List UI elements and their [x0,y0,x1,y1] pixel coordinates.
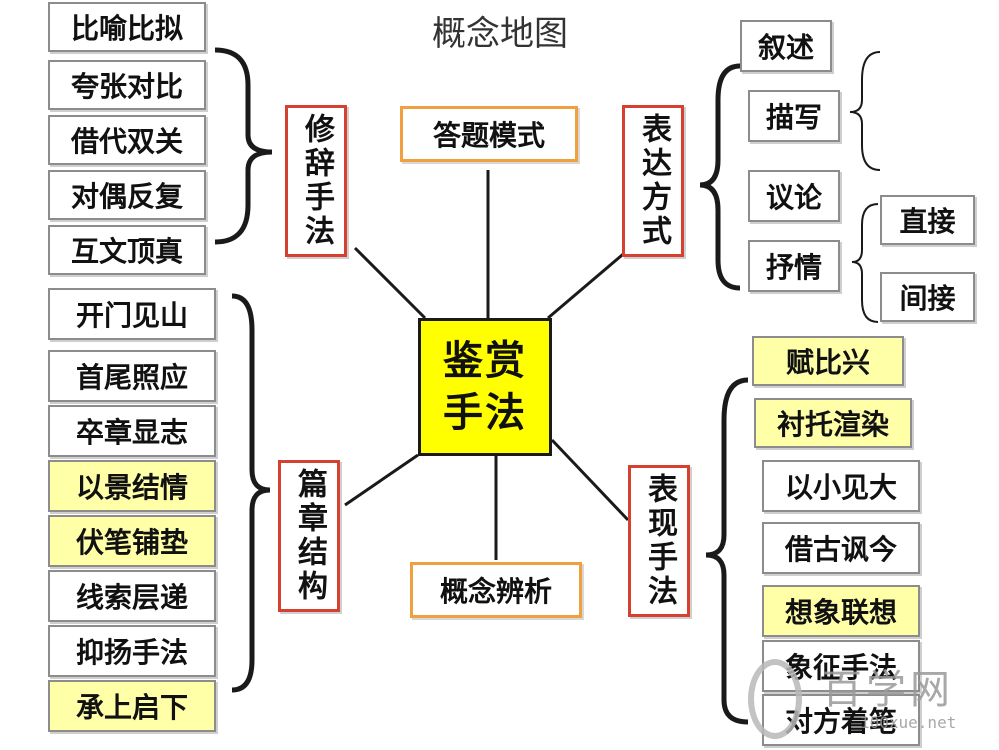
map-title: 概念地图 [432,14,568,54]
structure-item: 承上启下 [48,680,216,732]
technique-item: 想象联想 [762,585,920,637]
expression-item: 叙述 [740,20,832,72]
brace-expression [699,63,741,291]
structure-item: 伏笔铺垫 [48,515,216,567]
category-answer-mode: 答题模式 [400,106,578,162]
brace-structure [231,293,271,693]
category-expression: 表达方式 [622,105,684,257]
center-label: 鉴赏手法 [443,338,527,436]
technique-item: 以小见大 [762,460,920,512]
spoke-rhetoric [353,246,427,320]
brace-technique [705,377,749,725]
category-structure: 篇章结构 [278,460,340,612]
watermark: 百学网 100xue.net [748,655,998,747]
technique-item: 衬托渲染 [754,398,912,448]
watermark-logo-icon [748,659,802,739]
lyric-sub-item: 间接 [880,272,975,322]
category-rhetoric: 修辞手法 [285,105,347,257]
structure-item: 首尾照应 [48,350,216,402]
expression-item: 议论 [748,170,840,222]
spoke-expression [547,248,629,320]
lyric-sub-item: 直接 [880,195,975,245]
brace-description [849,51,881,171]
center-node: 鉴赏手法 [418,318,552,456]
category-technique: 表现手法 [628,465,690,617]
brace-rhetoric [214,47,273,245]
structure-item: 线索层递 [48,570,216,622]
category-concept: 概念辨析 [410,562,582,618]
spoke-structure [344,453,419,507]
brace-lyric [851,203,879,323]
structure-item: 卒章显志 [48,405,216,457]
technique-item: 对方着笔 [762,694,920,746]
spoke-technique [550,438,630,522]
expression-item: 描写 [748,90,840,142]
rhetoric-item: 对偶反复 [48,170,206,220]
watermark-text: 百学网 [822,667,954,713]
watermark-url: 100xue.net [860,713,957,732]
rhetoric-item: 互文顶真 [48,225,206,275]
rhetoric-item: 借代双关 [48,115,206,165]
structure-item: 以景结情 [48,460,216,512]
technique-item: 借古讽今 [762,522,920,574]
structure-item: 抑扬手法 [48,625,216,677]
rhetoric-item: 比喻比拟 [48,2,206,52]
technique-item: 赋比兴 [752,336,904,386]
expression-item: 抒情 [748,240,840,292]
structure-item: 开门见山 [48,288,216,340]
rhetoric-item: 夸张对比 [48,60,206,110]
